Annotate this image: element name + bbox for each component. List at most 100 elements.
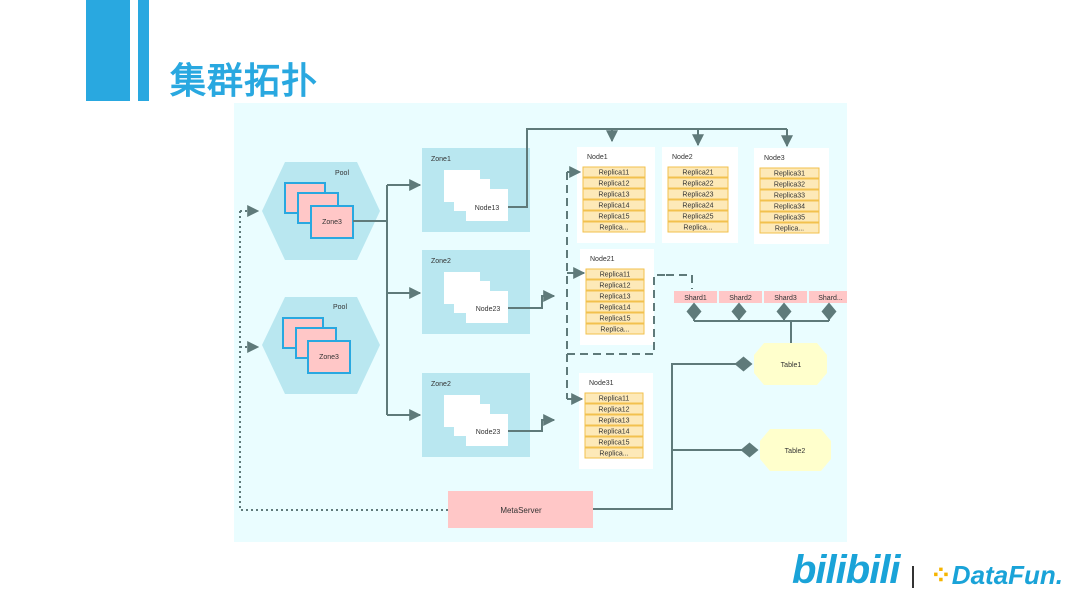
node-label: Node21 xyxy=(590,256,615,263)
shard-label: Shard2 xyxy=(729,295,752,302)
replica-label: Replica13 xyxy=(599,294,630,301)
title-accent-bar-2 xyxy=(138,0,149,101)
zone-1: Zone1 Node13 xyxy=(422,148,530,232)
replica-row xyxy=(582,221,646,233)
replica-label: Replica31 xyxy=(774,171,805,178)
node21-to-shards-dashed xyxy=(666,274,693,289)
zone-2-label: Zone2 xyxy=(431,258,451,265)
replica-label: Replica12 xyxy=(599,283,630,290)
replica-label: Replica24 xyxy=(682,203,713,210)
replica-label: Replica... xyxy=(600,327,629,334)
replica-row xyxy=(759,167,820,179)
metaserver-to-pools-dotted xyxy=(239,205,448,511)
nodes-group: Node1Replica11Replica12Replica13Replica1… xyxy=(577,147,829,469)
connectors xyxy=(353,128,837,510)
replica-label: Replica... xyxy=(775,226,804,233)
replica-row xyxy=(667,166,729,178)
replica-row xyxy=(759,211,820,223)
table-1: Table1 xyxy=(754,343,827,385)
replica-row xyxy=(667,210,729,222)
pool-2-zone-label: Zone3 xyxy=(319,354,339,361)
replica-label: Replica12 xyxy=(598,181,629,188)
replica-row xyxy=(582,188,646,200)
shards-group: Shard1 Shard2 Shard3 Shard... xyxy=(674,291,847,303)
cluster-topology-diagram: Pool Zone3 Pool Zone3 Zone1 Node13 Zone2… xyxy=(234,103,847,542)
metaserver-label: MetaServer xyxy=(500,506,542,515)
node-card-5: Node31Replica11Replica12Replica13Replica… xyxy=(579,373,653,469)
replica-row xyxy=(582,210,646,222)
replica-row xyxy=(585,323,645,335)
replica-label: Replica11 xyxy=(600,272,631,279)
replica-row xyxy=(585,312,645,324)
replica-row xyxy=(585,290,645,302)
replica-row xyxy=(667,199,729,211)
replica-label: Replica25 xyxy=(682,214,713,221)
table-1-label: Table1 xyxy=(781,362,802,369)
pool-2-label: Pool xyxy=(333,304,347,311)
replica-label: Replica14 xyxy=(598,429,629,436)
replica-label: Replica... xyxy=(599,225,628,232)
replica-row xyxy=(584,436,644,448)
replica-row xyxy=(759,222,820,234)
replica-row xyxy=(584,447,644,459)
replica-label: Replica12 xyxy=(598,407,629,414)
shard-box xyxy=(674,291,717,303)
zone-1-node-label: Node13 xyxy=(475,205,500,212)
node-label: Node31 xyxy=(589,380,614,387)
node21-dashed-loop xyxy=(567,274,666,355)
replica-label: Replica13 xyxy=(598,192,629,199)
table-2-label: Table2 xyxy=(785,448,806,455)
replica-row xyxy=(585,279,645,291)
replica-label: Replica14 xyxy=(598,203,629,210)
node-card-2: Node2Replica21Replica22Replica23Replica2… xyxy=(662,147,738,243)
replica-row xyxy=(759,189,820,201)
dashed-replica-links xyxy=(566,166,693,405)
replica-label: Replica11 xyxy=(599,170,630,177)
pool-1-zone-label: Zone3 xyxy=(322,219,342,226)
datafun-logo-text: DataFun. xyxy=(951,560,1064,590)
zone-2-node-label: Node23 xyxy=(476,306,501,313)
table-2: Table2 xyxy=(760,429,831,471)
node23-to-node21 xyxy=(508,290,556,309)
shard-box xyxy=(764,291,807,303)
metaserver-to-table1 xyxy=(593,356,753,510)
replica-label: Replica22 xyxy=(682,181,713,188)
node-label: Node1 xyxy=(587,154,608,161)
replica-row xyxy=(584,403,644,415)
replica-label: Replica13 xyxy=(598,418,629,425)
replica-label: Replica32 xyxy=(774,182,805,189)
footer-separator xyxy=(912,566,914,588)
node13-bus xyxy=(508,128,787,208)
replica-row xyxy=(584,414,644,426)
node-card-4: Node21Replica11Replica12Replica13Replica… xyxy=(580,249,654,345)
replica-row xyxy=(582,166,646,178)
replica-row xyxy=(667,221,729,233)
replica-label: Replica... xyxy=(599,451,628,458)
replica-label: Replica15 xyxy=(598,214,629,221)
node-card-3: Node3Replica31Replica32Replica33Replica3… xyxy=(754,148,829,244)
replica-row xyxy=(585,301,645,313)
shard-label: Shard1 xyxy=(684,295,707,302)
pool-1: Pool Zone3 xyxy=(262,162,380,260)
datafun-dots-icon: ⁘ xyxy=(930,560,952,590)
zone-3-node-label: Node23 xyxy=(476,429,501,436)
replica-label: Replica15 xyxy=(599,316,630,323)
replica-row xyxy=(582,199,646,211)
title-accent-bar-1 xyxy=(86,0,130,101)
shard-label: Shard... xyxy=(818,295,843,302)
datafun-logo: ⁘DataFun. xyxy=(930,560,1063,591)
replica-label: Replica33 xyxy=(774,193,805,200)
node-label: Node3 xyxy=(764,155,785,162)
replica-row xyxy=(584,425,644,437)
replica-row xyxy=(585,268,645,280)
zone-3: Zone2 Node23 xyxy=(422,373,530,457)
replica-label: Replica23 xyxy=(682,192,713,199)
bilibili-logo: bilibili xyxy=(792,548,901,592)
pool-2: Pool Zone3 xyxy=(262,297,380,394)
replica-label: Replica15 xyxy=(598,440,629,447)
zone-3-label: Zone2 xyxy=(431,381,451,388)
shard-label: Shard3 xyxy=(774,295,797,302)
replica-label: Replica21 xyxy=(682,170,713,177)
zone-2: Zone2 Node23 xyxy=(422,250,530,334)
replica-label: Replica... xyxy=(683,225,712,232)
